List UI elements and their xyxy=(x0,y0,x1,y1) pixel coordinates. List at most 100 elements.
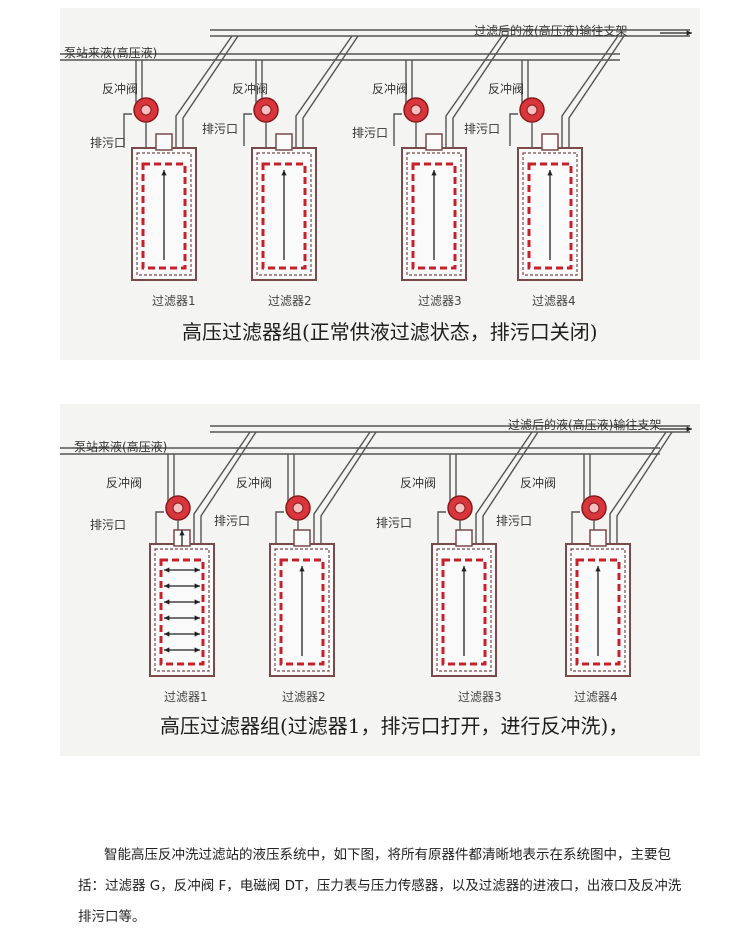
diagram-caption-2: 高压过滤器组(过滤器1，排污口打开，进行反冲洗)， xyxy=(160,714,629,738)
valve-label-2: 反冲阀 xyxy=(236,476,273,490)
diagram-backflush: 泵站来液(高压液) 过滤后的液(高压液)输往支架 反冲阀 反冲阀 反冲阀 反冲阀… xyxy=(60,404,700,756)
drain-label-1: 排污口 xyxy=(90,518,127,532)
filter-flow-arrow-head xyxy=(595,566,601,572)
filter-housing-inner xyxy=(274,548,330,672)
pump-inlet-label: 泵站来液(高压液) xyxy=(74,440,168,454)
filter-housing-inner xyxy=(570,548,626,672)
outlet-riser-inner xyxy=(182,35,239,148)
drain-label-4: 排污口 xyxy=(464,122,501,136)
filter-element xyxy=(261,162,307,270)
valve-label-3: 反冲阀 xyxy=(400,476,437,490)
filter-housing-inner xyxy=(154,548,210,672)
filter-name-4: 过滤器4 xyxy=(574,690,618,704)
backflush-arrow-right-head xyxy=(194,615,200,621)
filter-name-2: 过滤器2 xyxy=(282,690,326,704)
filter-housing-inner xyxy=(256,152,312,276)
filter-flow-arrow-head xyxy=(431,170,437,176)
filter-element xyxy=(575,558,621,666)
drain-pipe xyxy=(275,511,284,544)
backflush-arrow-right-head xyxy=(194,599,200,605)
outlet-riser xyxy=(175,35,233,148)
drain-pipe xyxy=(393,113,402,146)
filter-element xyxy=(441,558,487,666)
valve-label-2: 反冲阀 xyxy=(232,82,269,96)
outlet-riser-inner xyxy=(482,431,539,544)
filter-name-2: 过滤器2 xyxy=(268,294,312,308)
backflush-arrow-left-head xyxy=(164,631,170,637)
filter-name-3: 过滤器3 xyxy=(458,690,502,704)
backflush-arrow-left-head xyxy=(164,599,170,605)
drain-label-3: 排污口 xyxy=(352,126,389,140)
filter-neck xyxy=(541,133,559,151)
outlet-riser xyxy=(475,431,533,544)
outlet-riser xyxy=(609,431,667,544)
drain-pipe xyxy=(437,511,446,544)
backflush-arrow-left-head xyxy=(164,647,170,653)
diagram-normal-filtering: 泵站来液(高压液) 过滤后的液(高压液)输往支架 反冲阀 反冲阀 反冲阀 反冲阀… xyxy=(60,8,700,360)
diagram-caption-1: 高压过滤器组(正常供液过滤状态，排污口关闭) xyxy=(182,320,598,344)
drain-label-2: 排污口 xyxy=(202,122,239,136)
drain-label-3: 排污口 xyxy=(376,516,413,530)
backflush-arrow-up-head xyxy=(179,530,185,536)
backflush-valve-core xyxy=(260,104,272,116)
filter-neck xyxy=(425,133,443,151)
backflush-valve-core xyxy=(410,104,422,116)
outlet-flow-arrow-head xyxy=(686,30,692,36)
filter-housing-inner xyxy=(406,152,462,276)
outlet-riser-inner xyxy=(302,35,359,148)
filter-name-4: 过滤器4 xyxy=(532,294,576,308)
outlet-label: 过滤后的液(高压液)输往支架 xyxy=(474,24,628,38)
drain-label-4: 排污口 xyxy=(496,514,533,528)
outlet-riser-inner xyxy=(616,431,673,544)
drain-pipe xyxy=(509,113,518,146)
hydraulic-diagram-normal xyxy=(60,29,692,281)
outlet-riser-inner xyxy=(320,431,377,544)
backflush-arrow-left-head xyxy=(164,583,170,589)
outlet-riser-inner xyxy=(200,431,257,544)
filter-neck xyxy=(155,133,173,151)
filter-element xyxy=(141,162,187,270)
outlet-riser xyxy=(295,35,353,148)
description-paragraph: 智能高压反冲洗过滤站的液压系统中，如下图，将所有原器件都清晰地表示在系统图中，主… xyxy=(78,846,682,925)
pump-inlet-label: 泵站来液(高压液) xyxy=(64,46,158,60)
filter-neck xyxy=(275,133,293,151)
backflush-valve-core xyxy=(588,502,600,514)
backflush-valve-core xyxy=(292,502,304,514)
valve-label-3: 反冲阀 xyxy=(372,82,409,96)
filter-flow-arrow-head xyxy=(547,170,553,176)
filter-flow-arrow-head xyxy=(461,566,467,572)
backflush-valve-core xyxy=(140,104,152,116)
outlet-riser xyxy=(561,35,619,148)
valve-label-4: 反冲阀 xyxy=(488,82,525,96)
drain-pipe xyxy=(243,113,252,146)
backflush-arrow-left-head xyxy=(164,615,170,621)
outlet-riser-inner xyxy=(452,35,509,148)
hydraulic-diagram-backflush xyxy=(60,425,692,677)
filter-element xyxy=(527,162,573,270)
outlet-riser xyxy=(313,431,371,544)
filter-flow-arrow-head xyxy=(299,566,305,572)
backflush-valve-core xyxy=(526,104,538,116)
filter-name-1: 过滤器1 xyxy=(164,690,208,704)
drain-pipe xyxy=(155,511,164,544)
backflush-valve-core xyxy=(172,502,184,514)
drain-pipe xyxy=(571,511,580,544)
filter-name-1: 过滤器1 xyxy=(152,294,196,308)
filter-housing-inner xyxy=(436,548,492,672)
backflush-arrow-right-head xyxy=(194,567,200,573)
drain-label-1: 排污口 xyxy=(90,136,127,150)
outlet-flow-arrow-head xyxy=(686,426,692,432)
filter-flow-arrow-head xyxy=(161,170,167,176)
filter-element xyxy=(411,162,457,270)
outlet-riser xyxy=(445,35,503,148)
filter-neck xyxy=(293,529,311,547)
outlet-riser-inner xyxy=(568,35,625,148)
filter-element xyxy=(159,558,205,666)
filter-name-3: 过滤器3 xyxy=(418,294,462,308)
filter-housing-inner xyxy=(522,152,578,276)
filter-neck xyxy=(589,529,607,547)
drain-label-2: 排污口 xyxy=(214,514,251,528)
filter-housing-inner xyxy=(136,152,192,276)
valve-label-1: 反冲阀 xyxy=(106,476,143,490)
outlet-riser xyxy=(193,431,251,544)
